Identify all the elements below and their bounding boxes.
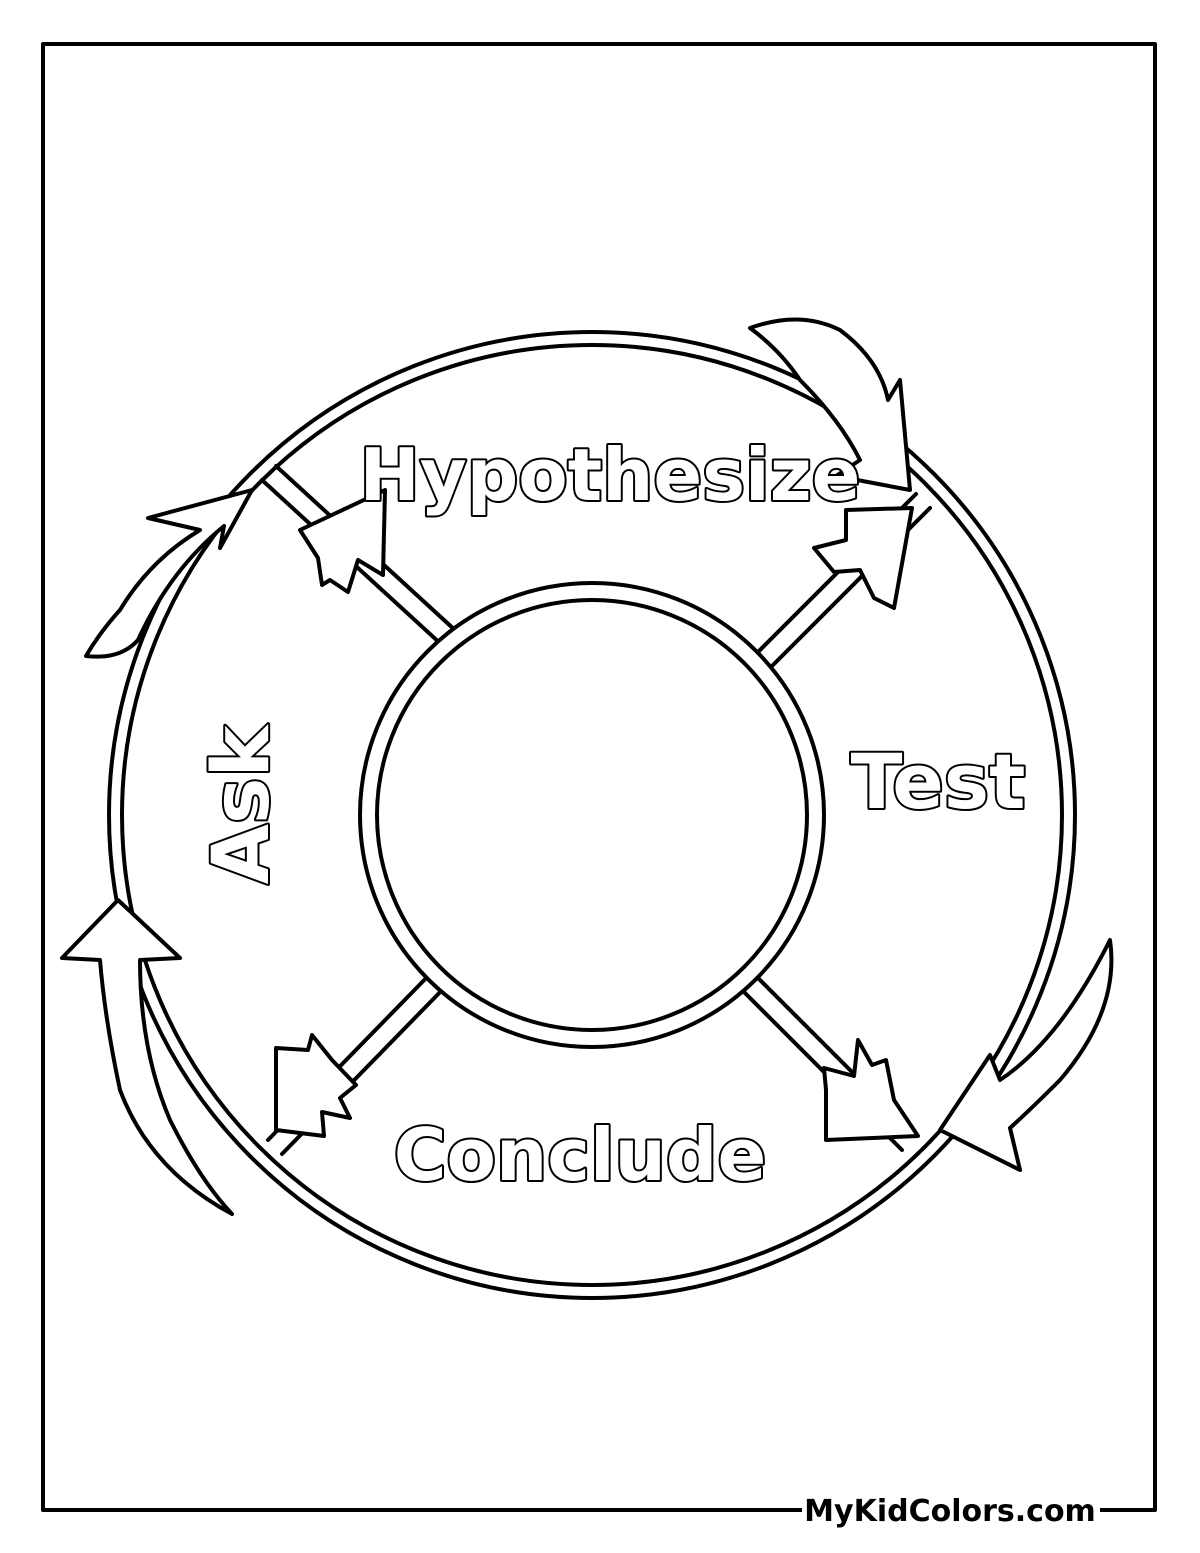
outer-ring-outer	[107, 330, 1077, 1300]
spoke-arrow-top-left-icon	[298, 488, 387, 594]
stage-label-hypothesize: Hypothesize	[360, 433, 861, 517]
watermark-gap	[802, 1500, 1100, 1522]
stage-label-test: Test	[851, 737, 1026, 826]
curved-arrow-lower-left-icon	[60, 898, 234, 1216]
curved-arrow-lower-right-icon	[938, 938, 1114, 1172]
spoke-arrow-bottom-right-icon	[822, 1038, 920, 1142]
outer-ring-inner	[120, 343, 1064, 1287]
curved-arrow-upper-right-icon	[748, 317, 912, 492]
stage-label-ask: Ask	[197, 724, 287, 885]
watermark-text: MyKidColors.com	[804, 1494, 1096, 1529]
spoke-arrow-bottom-left-icon	[274, 1033, 358, 1138]
spoke-arrow-top-right-icon	[812, 506, 914, 610]
page-frame	[41, 42, 1157, 1512]
stage-label-conclude: Conclude	[394, 1113, 767, 1197]
curved-arrow-upper-left-icon	[84, 488, 254, 659]
center-circle	[375, 598, 809, 1032]
